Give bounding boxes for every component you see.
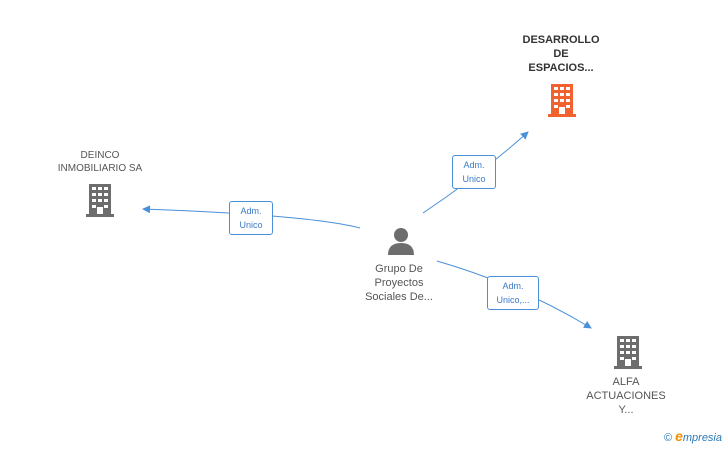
building-icon[interactable] bbox=[614, 336, 642, 369]
brand-e-logo: e bbox=[675, 428, 683, 444]
edge-label-deinco[interactable]: Adm. Unico bbox=[229, 201, 273, 235]
brand-watermark: ©empresia bbox=[664, 428, 722, 444]
node-label-deinco[interactable]: DEINCO INMOBILIARIO SA bbox=[45, 149, 155, 175]
node-label-line: Grupo De bbox=[375, 263, 423, 275]
node-label-line: ACTUACIONES bbox=[586, 390, 666, 402]
edge-label-line: Adm. bbox=[240, 206, 262, 216]
edge-label-alfa[interactable]: Adm. Unico,... bbox=[487, 276, 539, 310]
node-label-line: INMOBILIARIO SA bbox=[57, 163, 143, 174]
node-label-line: DESARROLLO bbox=[522, 34, 600, 46]
edge-label-line: Adm. bbox=[463, 160, 485, 170]
edge-to-deinco bbox=[142, 205, 361, 229]
node-label-alfa[interactable]: ALFA ACTUACIONES Y... bbox=[576, 375, 676, 417]
node-label-desarrollo[interactable]: DESARROLLO DE ESPACIOS... bbox=[511, 33, 611, 75]
node-label-line: Sociales De... bbox=[365, 291, 433, 303]
building-icon[interactable] bbox=[86, 184, 114, 217]
node-label-grupo[interactable]: Grupo De Proyectos Sociales De... bbox=[349, 262, 449, 304]
node-label-line: ESPACIOS... bbox=[528, 62, 594, 74]
edge-label-line: Unico bbox=[239, 220, 263, 230]
node-label-line: DE bbox=[553, 48, 569, 60]
node-label-line: ALFA bbox=[612, 376, 640, 388]
edge-label-line: Unico,... bbox=[496, 295, 530, 305]
node-label-line: Y... bbox=[618, 404, 634, 416]
edge-label-line: Unico bbox=[462, 174, 486, 184]
brand-name: mpresia bbox=[682, 432, 722, 444]
building-icon[interactable] bbox=[548, 84, 576, 117]
copyright-symbol: © bbox=[663, 432, 673, 444]
node-label-line: Proyectos bbox=[374, 277, 424, 289]
person-icon[interactable] bbox=[388, 228, 414, 255]
edge-label-desarrollo[interactable]: Adm. Unico bbox=[452, 155, 496, 189]
node-label-line: DEINCO bbox=[80, 150, 120, 161]
edge-label-line: Adm. bbox=[502, 281, 524, 291]
